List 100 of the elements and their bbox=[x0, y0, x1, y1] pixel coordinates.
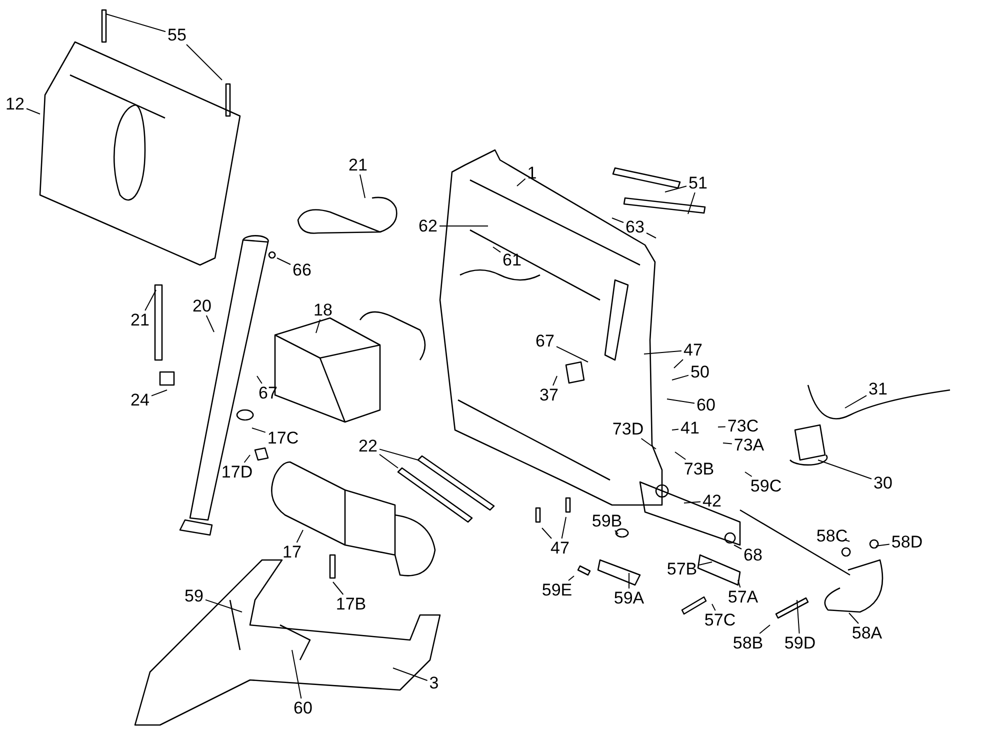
callout-number: 41 bbox=[680, 420, 700, 436]
callout-number: 73A bbox=[734, 436, 764, 454]
callout-number: 3 bbox=[429, 674, 439, 692]
callout-number: 12 bbox=[6, 96, 24, 112]
leader-line bbox=[26, 108, 40, 114]
callout-number: 67 bbox=[536, 332, 554, 350]
callout-number: 55 bbox=[168, 26, 186, 44]
callout-number: 24 bbox=[130, 392, 150, 408]
leader-line bbox=[738, 580, 741, 588]
callout-number: 58D bbox=[891, 534, 923, 550]
leader-line bbox=[186, 44, 222, 80]
leader-line bbox=[628, 572, 630, 589]
leader-line bbox=[379, 448, 418, 460]
callout-number: 31 bbox=[868, 380, 888, 398]
leader-line bbox=[844, 540, 850, 542]
callout-number: 30 bbox=[874, 474, 892, 492]
leader-line bbox=[492, 246, 501, 253]
callout-number: 21 bbox=[130, 312, 150, 328]
callout-number: 50 bbox=[690, 364, 710, 380]
callout-number: 60 bbox=[294, 700, 312, 716]
leader-line bbox=[561, 516, 566, 539]
callout-number: 59 bbox=[184, 588, 204, 604]
leader-line bbox=[332, 582, 344, 595]
callout-number: 61 bbox=[502, 252, 522, 268]
leader-line bbox=[556, 346, 588, 362]
callout-number: 73D bbox=[612, 420, 644, 438]
leader-line bbox=[672, 428, 679, 430]
leader-line bbox=[552, 376, 558, 386]
callout-number: 47 bbox=[684, 342, 702, 358]
leader-line bbox=[252, 428, 266, 433]
callout-number: 17D bbox=[221, 464, 253, 480]
leader-line bbox=[151, 390, 168, 396]
leader-line bbox=[379, 454, 398, 468]
leader-line bbox=[612, 218, 624, 223]
leader-line bbox=[614, 530, 618, 534]
leader-line bbox=[392, 668, 428, 681]
leader-line bbox=[542, 528, 552, 539]
leader-line bbox=[684, 501, 701, 504]
leader-line bbox=[276, 258, 291, 265]
callout-number: 51 bbox=[688, 174, 708, 192]
leader-line bbox=[640, 438, 656, 450]
callout-number: 18 bbox=[314, 302, 332, 318]
callout-number: 42 bbox=[702, 492, 722, 510]
callout-number: 63 bbox=[626, 218, 644, 236]
callout-number: 73C bbox=[727, 418, 759, 434]
callout-number: 17B bbox=[336, 596, 366, 612]
leader-line bbox=[698, 562, 712, 566]
callout-number: 57B bbox=[666, 560, 698, 578]
callout-number: 22 bbox=[358, 438, 378, 454]
callout-number: 68 bbox=[744, 546, 762, 564]
leader-line bbox=[818, 460, 872, 480]
callout-number: 17 bbox=[282, 544, 302, 560]
callout-number: 60 bbox=[696, 396, 716, 414]
leader-line bbox=[244, 454, 250, 463]
leader-line bbox=[759, 624, 770, 634]
callout-number: 59B bbox=[592, 512, 622, 530]
leader-line bbox=[734, 544, 742, 550]
leader-line bbox=[206, 315, 214, 332]
callout-number: 59E bbox=[542, 582, 572, 598]
callout-number: 21 bbox=[348, 156, 368, 174]
leader-line bbox=[796, 600, 800, 634]
leader-line bbox=[744, 472, 752, 477]
leader-line bbox=[144, 290, 156, 311]
callout-number: 62 bbox=[418, 218, 438, 234]
callout-number: 58B bbox=[732, 634, 764, 652]
leader-line bbox=[360, 174, 366, 198]
leader-line bbox=[106, 14, 166, 32]
leader-line bbox=[256, 376, 262, 384]
leader-line bbox=[674, 452, 686, 460]
callout-number: 57A bbox=[728, 588, 758, 606]
callout-number: 58C bbox=[816, 528, 848, 544]
callout-number: 47 bbox=[550, 540, 570, 556]
callout-number: 20 bbox=[192, 298, 212, 314]
callout-number: 37 bbox=[540, 386, 558, 404]
leader-line bbox=[316, 319, 321, 334]
leader-line bbox=[718, 426, 726, 428]
leader-line bbox=[292, 650, 302, 699]
callout-number: 59A bbox=[614, 590, 644, 606]
callout-number: 59C bbox=[750, 478, 782, 494]
leader-line bbox=[666, 398, 695, 404]
leader-line bbox=[672, 374, 689, 380]
leader-line bbox=[844, 395, 867, 408]
callout-number: 59D bbox=[784, 634, 816, 652]
callout-number: 67 bbox=[258, 384, 278, 402]
leader-line bbox=[722, 442, 732, 444]
leader-line bbox=[516, 178, 526, 186]
leader-line bbox=[712, 604, 716, 611]
callout-number: 17C bbox=[267, 430, 299, 446]
leader-line bbox=[205, 599, 242, 612]
leader-line bbox=[646, 232, 656, 238]
leader-line bbox=[674, 359, 684, 368]
callout-number: 57C bbox=[704, 612, 736, 628]
callout-number: 58A bbox=[852, 624, 882, 642]
leader-line bbox=[848, 612, 859, 624]
callout-number: 73B bbox=[684, 460, 714, 478]
leader-line bbox=[296, 530, 304, 543]
callout-number: 66 bbox=[292, 262, 312, 278]
leader-line bbox=[876, 544, 890, 546]
leader-line bbox=[644, 350, 682, 354]
leader-line bbox=[568, 576, 574, 581]
